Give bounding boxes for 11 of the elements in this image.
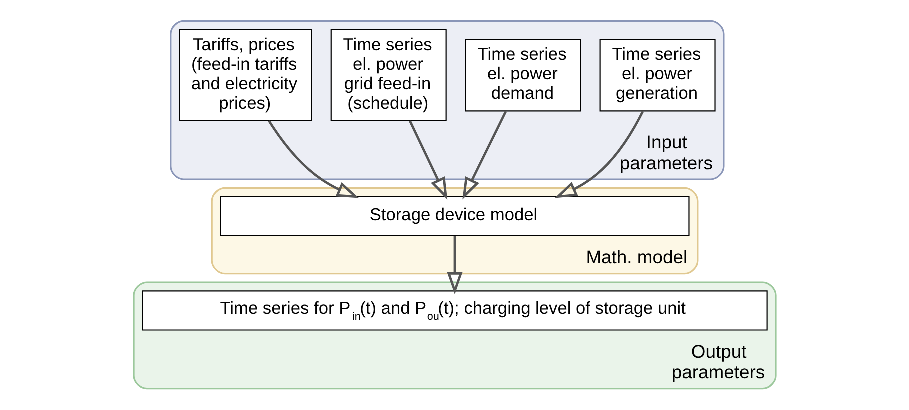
node-box: Time series el. power generation	[599, 39, 716, 112]
node-box: Time series for P$_{in}$(t) and P$_{ou}$(t); charging level of storage unit	[142, 290, 768, 331]
node-box: Time series el. power demand	[464, 39, 581, 112]
arrow	[446, 236, 462, 295]
arrow	[554, 110, 644, 198]
node-box: Tariffs, prices (feed-in tariffs and electricity prices)	[178, 29, 312, 122]
node-box: Storage device model	[220, 196, 690, 236]
arrow	[268, 120, 359, 198]
arrow	[462, 111, 507, 200]
node-box: Time series el. power grid feed-in (schedule)	[330, 29, 446, 122]
arrow	[408, 120, 448, 200]
